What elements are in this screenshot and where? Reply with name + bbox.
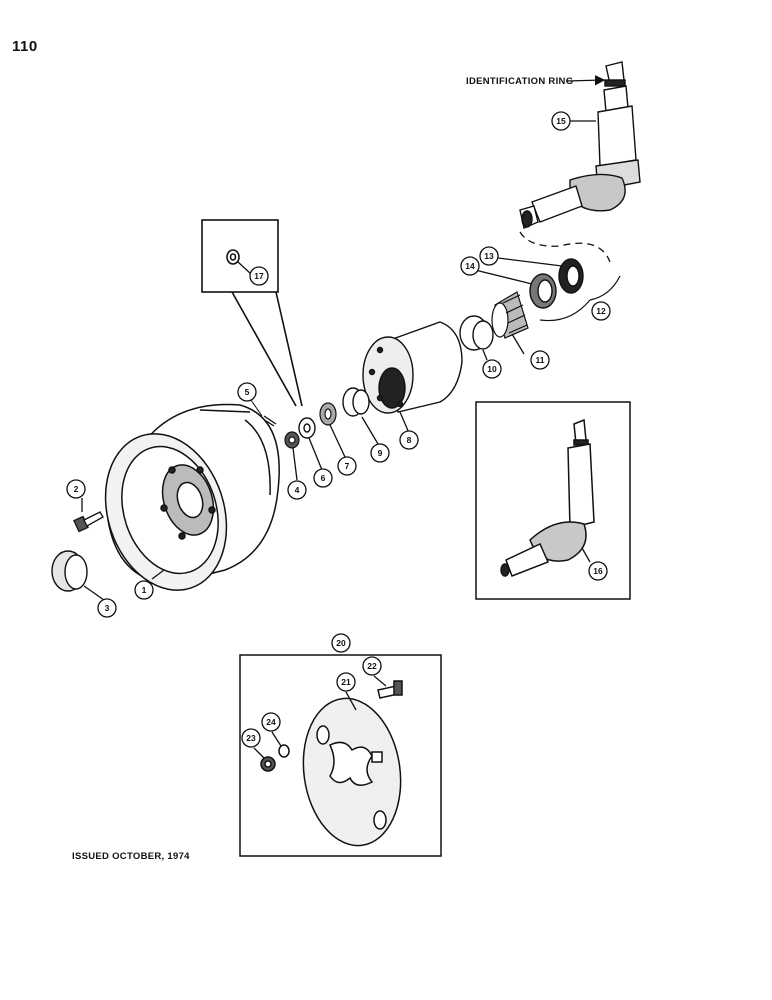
bearing-cup-10 — [459, 315, 494, 351]
callout-11: 11 — [530, 350, 550, 370]
svg-text:5: 5 — [245, 387, 250, 397]
svg-text:10: 10 — [487, 364, 497, 374]
svg-text:4: 4 — [295, 485, 300, 495]
issued-date-label: ISSUED OCTOBER, 1974 — [72, 851, 190, 862]
callout-24: 24 — [261, 712, 281, 732]
svg-text:21: 21 — [341, 677, 351, 687]
svg-text:9: 9 — [378, 448, 383, 458]
svg-text:8: 8 — [407, 435, 412, 445]
inset-washer-17 — [201, 219, 303, 407]
svg-text:23: 23 — [246, 733, 256, 743]
callout-20: 20 — [331, 633, 351, 653]
callout-10: 10 — [482, 359, 502, 379]
wheel-1 — [104, 403, 280, 591]
callout-17: 17 — [249, 266, 269, 286]
callout-12: 12 — [591, 301, 611, 321]
svg-text:20: 20 — [336, 638, 346, 648]
svg-text:16: 16 — [593, 566, 603, 576]
bearing-cup-14 — [529, 273, 557, 309]
spindle-15 — [519, 61, 641, 229]
page-number: 110 — [12, 38, 38, 55]
callout-6: 6 — [313, 468, 333, 488]
callout-15: 15 — [551, 111, 571, 131]
bolt-2 — [73, 511, 104, 533]
svg-text:17: 17 — [254, 271, 264, 281]
identification-ring-label: IDENTIFICATION RING — [466, 76, 574, 87]
callout-21: 21 — [336, 672, 356, 692]
cap-3 — [51, 550, 88, 592]
seal-13 — [558, 258, 584, 294]
callout-9: 9 — [370, 443, 390, 463]
svg-text:6: 6 — [321, 473, 326, 483]
bearing-cone-7 — [319, 402, 337, 426]
callout-23: 23 — [241, 728, 261, 748]
callout-7: 7 — [337, 456, 357, 476]
callout-2: 2 — [66, 479, 86, 499]
svg-text:1: 1 — [142, 585, 147, 595]
svg-text:7: 7 — [345, 461, 350, 471]
washer-6 — [298, 417, 316, 439]
callout-1: 1 — [134, 580, 154, 600]
svg-text:13: 13 — [484, 251, 494, 261]
svg-text:15: 15 — [556, 116, 566, 126]
bearing-cup-9 — [342, 387, 370, 417]
callout-14: 14 — [460, 256, 480, 276]
callout-8: 8 — [399, 430, 419, 450]
callout-3: 3 — [97, 598, 117, 618]
callout-5: 5 — [237, 382, 257, 402]
svg-text:22: 22 — [367, 661, 377, 671]
svg-text:24: 24 — [266, 717, 276, 727]
svg-text:14: 14 — [465, 261, 475, 271]
nut-4 — [284, 431, 300, 449]
callout-13: 13 — [479, 246, 499, 266]
svg-text:2: 2 — [74, 484, 79, 494]
callout-4: 4 — [287, 480, 307, 500]
svg-text:11: 11 — [536, 355, 545, 365]
callout-22: 22 — [362, 656, 382, 676]
callout-16: 16 — [588, 561, 608, 581]
svg-text:12: 12 — [596, 306, 606, 316]
bearing-cone-11 — [491, 291, 529, 339]
svg-text:3: 3 — [105, 603, 110, 613]
hub-8 — [362, 321, 463, 414]
